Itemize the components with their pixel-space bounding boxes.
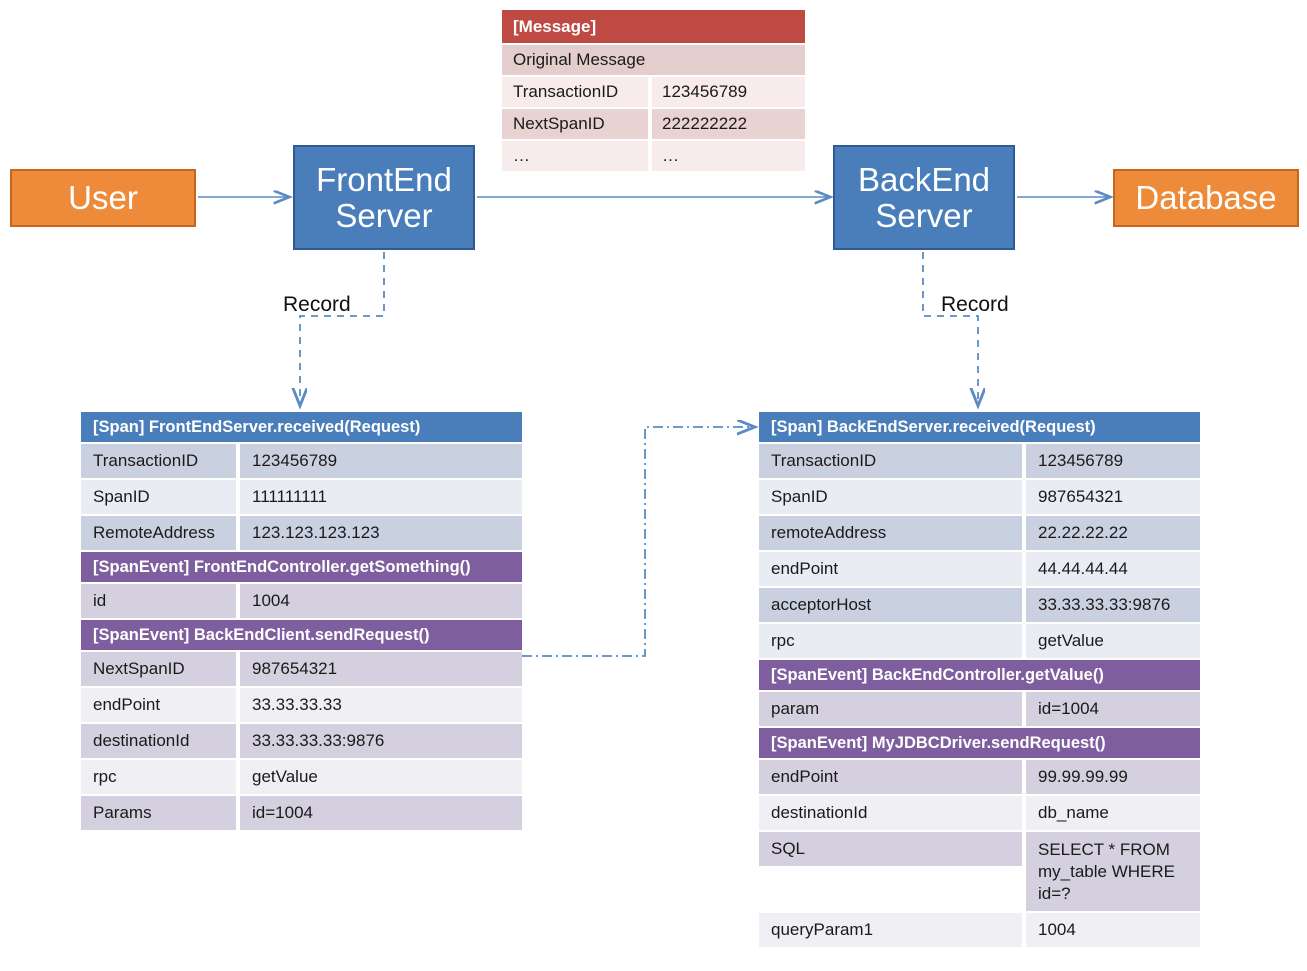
table-row: acceptorHost 33.33.33.33:9876 [759, 588, 1200, 622]
row-key: TransactionID [759, 444, 1022, 478]
row-value: 44.44.44.44 [1026, 552, 1200, 586]
row-value: … [652, 141, 805, 171]
row-key: endPoint [759, 760, 1022, 794]
row-key: endPoint [759, 552, 1022, 586]
row-value: 111111111 [240, 480, 522, 514]
row-value: 99.99.99.99 [1026, 760, 1200, 794]
table-row: destinationId db_name [759, 796, 1200, 830]
backend-span-table: [Span] BackEndServer.received(Request) T… [759, 412, 1200, 948]
row-key: NextSpanID [502, 109, 648, 139]
message-table-header: [Message] [502, 10, 805, 43]
message-table-fullrow: Original Message [502, 45, 805, 75]
spanevent-header-row: [SpanEvent] BackEndClient.sendRequest() [81, 620, 522, 650]
row-value: SELECT * FROM my_table WHERE id=? [1026, 832, 1200, 912]
row-key: acceptorHost [759, 588, 1022, 622]
row-key: NextSpanID [81, 652, 236, 686]
table-row: SpanID 111111111 [81, 480, 522, 514]
spanevent-header: [SpanEvent] BackEndController.getValue() [759, 660, 1200, 690]
table-row: NextSpanID 222222222 [502, 109, 805, 139]
spanevent-header: [SpanEvent] BackEndClient.sendRequest() [81, 620, 522, 650]
row-key: SpanID [759, 480, 1022, 514]
arrow-record-left [300, 252, 385, 404]
frontend-span-table: [Span] FrontEndServer.received(Request) … [81, 412, 522, 830]
row-key: destinationId [759, 796, 1022, 830]
row-value: 33.33.33.33 [240, 688, 522, 722]
span-header: [Span] BackEndServer.received(Request) [759, 412, 1200, 442]
row-key: param [759, 692, 1022, 726]
row-value: 1004 [1026, 913, 1200, 948]
row-key: SQL [759, 832, 1022, 866]
table-row: destinationId 33.33.33.33:9876 [81, 724, 522, 758]
row-key: endPoint [81, 688, 236, 722]
spanevent-header: [SpanEvent] MyJDBCDriver.sendRequest() [759, 728, 1200, 758]
table-row: NextSpanID 987654321 [81, 652, 522, 686]
row-key: rpc [759, 624, 1022, 658]
row-value: 123456789 [1026, 444, 1200, 478]
spanevent-header-row: [SpanEvent] MyJDBCDriver.sendRequest() [759, 728, 1200, 758]
span-header: [Span] FrontEndServer.received(Request) [81, 412, 522, 442]
table-row: TransactionID 123456789 [502, 77, 805, 107]
node-database[interactable]: Database [1113, 169, 1299, 227]
row-value: getValue [1026, 624, 1200, 658]
table-row: remoteAddress 22.22.22.22 [759, 516, 1200, 550]
node-backend-server-label: BackEnd Server [857, 160, 991, 234]
table-row: RemoteAddress 123.123.123.123 [81, 516, 522, 550]
row-value: 123456789 [240, 444, 522, 478]
table-row: id 1004 [81, 584, 522, 618]
row-value: id=1004 [1026, 692, 1200, 726]
row-value: 33.33.33.33:9876 [1026, 588, 1200, 622]
row-key: SpanID [81, 480, 236, 514]
table-row: endPoint 33.33.33.33 [81, 688, 522, 722]
node-database-label: Database [1135, 179, 1277, 217]
row-key: remoteAddress [759, 516, 1022, 550]
row-value: 33.33.33.33:9876 [240, 724, 522, 758]
row-key: Params [81, 796, 236, 830]
row-value: 987654321 [1026, 480, 1200, 514]
table-row: SpanID 987654321 [759, 480, 1200, 514]
table-row: param id=1004 [759, 692, 1200, 726]
spanevent-header-row: [SpanEvent] FrontEndController.getSometh… [81, 552, 522, 582]
record-label-right: Record [941, 293, 1009, 316]
table-row: endPoint 44.44.44.44 [759, 552, 1200, 586]
row-key: RemoteAddress [81, 516, 236, 550]
message-table: [Message] Original Message TransactionID… [502, 10, 805, 171]
node-user[interactable]: User [10, 169, 196, 227]
record-label-left: Record [283, 293, 351, 316]
arrow-span-link [522, 427, 753, 657]
row-value: 123.123.123.123 [240, 516, 522, 550]
row-value: 222222222 [652, 109, 805, 139]
row-key: TransactionID [502, 77, 648, 107]
table-row: TransactionID 123456789 [759, 444, 1200, 478]
table-row: rpc getValue [759, 624, 1200, 658]
arrow-record-right [922, 252, 978, 404]
row-key: … [502, 141, 648, 171]
row-value: 22.22.22.22 [1026, 516, 1200, 550]
node-frontend-server-label: FrontEnd Server [316, 160, 452, 234]
row-value: getValue [240, 760, 522, 794]
table-row: rpc getValue [81, 760, 522, 794]
spanevent-header: [SpanEvent] FrontEndController.getSometh… [81, 552, 522, 582]
row-value: 987654321 [240, 652, 522, 686]
table-row: TransactionID 123456789 [81, 444, 522, 478]
row-value: id=1004 [240, 796, 522, 830]
table-row: Params id=1004 [81, 796, 522, 830]
row-key: destinationId [81, 724, 236, 758]
row-value: db_name [1026, 796, 1200, 830]
row-key: id [81, 584, 236, 618]
node-user-label: User [68, 179, 138, 217]
spanevent-header-row: [SpanEvent] BackEndController.getValue() [759, 660, 1200, 690]
node-frontend-server[interactable]: FrontEnd Server [293, 145, 475, 250]
row-key: rpc [81, 760, 236, 794]
table-row: queryParam1 1004 [759, 913, 1200, 948]
row-value: 123456789 [652, 77, 805, 107]
table-row: endPoint 99.99.99.99 [759, 760, 1200, 794]
table-row: SQL SELECT * FROM my_table WHERE id=? [759, 832, 1200, 912]
row-key: TransactionID [81, 444, 236, 478]
message-original-text: Original Message [502, 45, 805, 75]
table-row: … … [502, 141, 805, 171]
node-backend-server[interactable]: BackEnd Server [833, 145, 1015, 250]
row-key: queryParam1 [759, 913, 1022, 948]
row-value: 1004 [240, 584, 522, 618]
